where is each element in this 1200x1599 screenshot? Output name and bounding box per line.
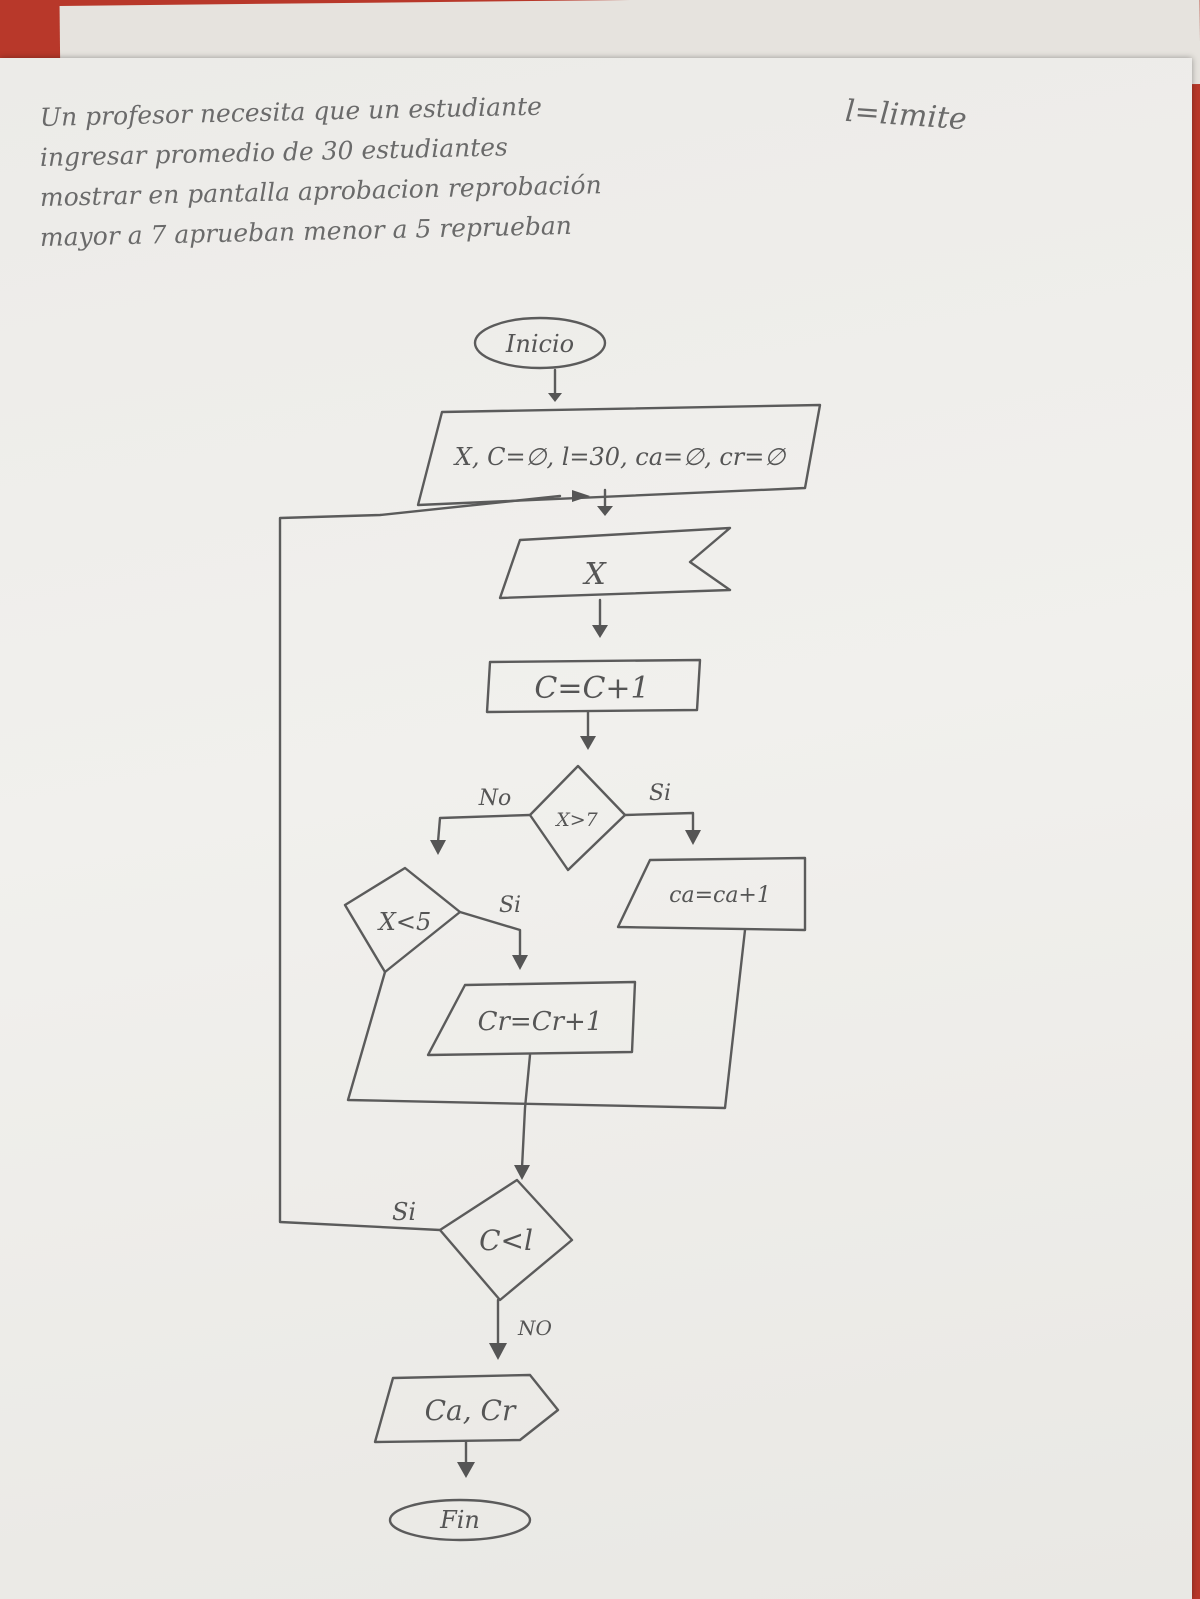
increment-process — [485, 658, 702, 714]
arrow-merge-decision3 — [520, 1053, 532, 1170]
input-label: X — [582, 557, 607, 592]
merge-lines — [346, 928, 747, 1110]
arrow-decision2-yes — [458, 910, 522, 960]
arrowhead — [548, 393, 562, 402]
init-label: X, C=∅, l=30, ca=∅, cr=∅ — [453, 443, 787, 471]
arrowhead — [512, 955, 528, 970]
init-data-block — [416, 403, 822, 507]
approve-process — [616, 856, 807, 932]
loop-back-line — [278, 494, 562, 1232]
decision-x-greater-7 — [528, 764, 627, 872]
approve-label: ca=ca+1 — [669, 883, 771, 908]
arrowhead — [597, 506, 613, 516]
decision2-label: X<5 — [377, 908, 431, 936]
arrowhead — [457, 1462, 475, 1478]
decision3-no-label: NO — [517, 1316, 552, 1340]
start-terminal — [473, 316, 607, 370]
decision1-no-label: No — [478, 786, 512, 811]
arrowhead — [592, 625, 608, 638]
start-label: Inicio — [505, 330, 574, 358]
increment-label: C=C+1 — [534, 671, 649, 706]
arrowhead — [489, 1343, 507, 1360]
arrowhead — [430, 840, 446, 855]
decision1-label: X>7 — [554, 809, 598, 831]
decision3-label: C<l — [479, 1224, 533, 1257]
arrowhead — [514, 1165, 530, 1180]
reprove-process — [426, 980, 637, 1057]
arrow-decision1-yes — [623, 811, 695, 834]
end-label: Fin — [439, 1506, 480, 1534]
decision2-yes-label: Si — [499, 893, 521, 918]
arrowhead — [685, 830, 701, 845]
output-label: Ca, Cr — [425, 1394, 517, 1427]
loop-return-arrowhead — [572, 490, 590, 502]
input-block — [498, 526, 732, 600]
arrow-decision1-no — [436, 813, 532, 844]
reprove-label: Cr=Cr+1 — [478, 1007, 603, 1037]
decision1-yes-label: Si — [649, 781, 671, 806]
output-display — [373, 1373, 560, 1444]
paper-sheet: Un profesor necesita que un estudiante i… — [0, 58, 1192, 1599]
arrowhead — [580, 736, 596, 750]
decision3-yes-label: Si — [392, 1198, 416, 1226]
decision-c-less-l — [438, 1178, 574, 1302]
end-terminal — [388, 1498, 532, 1542]
